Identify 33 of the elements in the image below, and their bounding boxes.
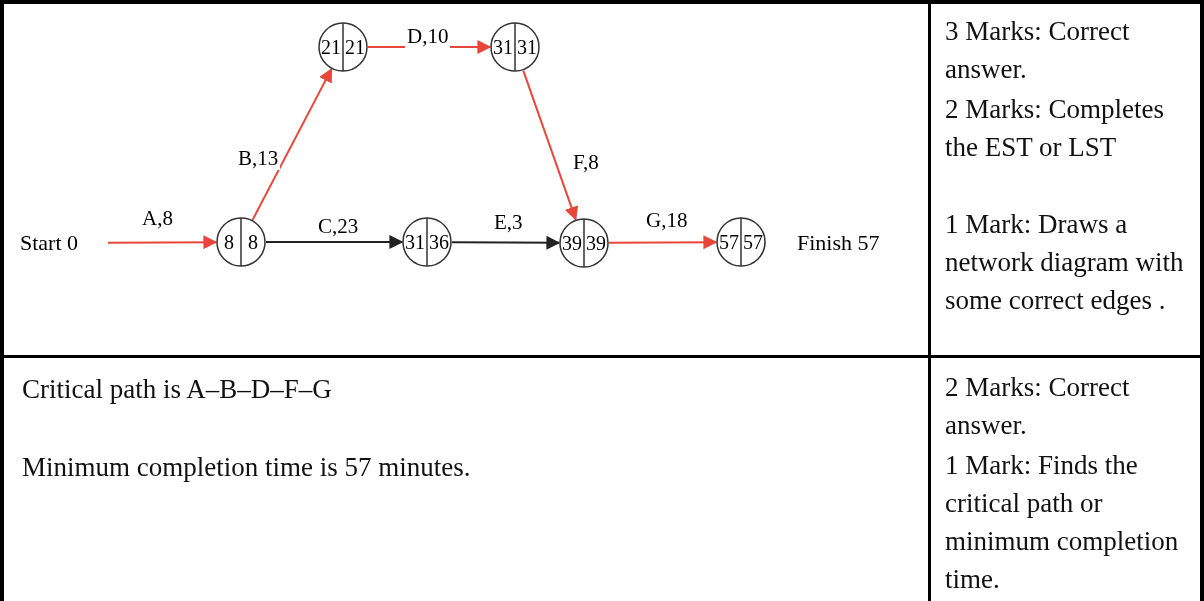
arrow	[522, 69, 579, 221]
start-label: Start 0	[20, 228, 79, 258]
event-circle	[318, 22, 368, 72]
event-time: 8	[223, 230, 235, 254]
event-time: 57	[718, 230, 740, 254]
event-time: 36	[428, 230, 450, 254]
event-time: 39	[585, 231, 607, 255]
event-time: 31	[404, 230, 426, 254]
event-time: 39	[561, 231, 583, 255]
table-cell-text: 2 Marks: Completes the EST or LST	[945, 93, 1165, 164]
table-cell-text: 1 Mark: Finds the critical path or minimum completion time.	[945, 449, 1180, 596]
event-time: 57	[742, 230, 764, 254]
event-time: 21	[320, 35, 342, 59]
event-circle	[490, 22, 540, 72]
arrow	[107, 235, 218, 250]
event-circle	[559, 218, 609, 268]
arrow	[251, 67, 333, 221]
table-cell-text: Critical path is A–B–D–F–G	[22, 373, 333, 406]
event-circle	[716, 217, 766, 267]
arrow	[608, 235, 718, 250]
event-circle	[216, 217, 266, 267]
arrow	[265, 235, 404, 249]
event-time: 8	[247, 230, 259, 254]
event-circle	[402, 217, 452, 267]
event-time: 31	[516, 35, 538, 59]
finish-label: Finish 57	[797, 229, 880, 257]
table-cell-text: 2 Marks: Correct answer.	[945, 371, 1131, 442]
event-time: 31	[492, 35, 514, 59]
table-cell-text: 3 Marks: Correct answer.	[945, 15, 1131, 86]
arrow	[451, 235, 561, 250]
event-time: 21	[344, 35, 366, 59]
table-cell-text: Minimum completion time is 57 minutes.	[22, 451, 472, 484]
table-cell-text: 1 Mark: Draws a network diagram with some correct edges .	[945, 208, 1185, 317]
